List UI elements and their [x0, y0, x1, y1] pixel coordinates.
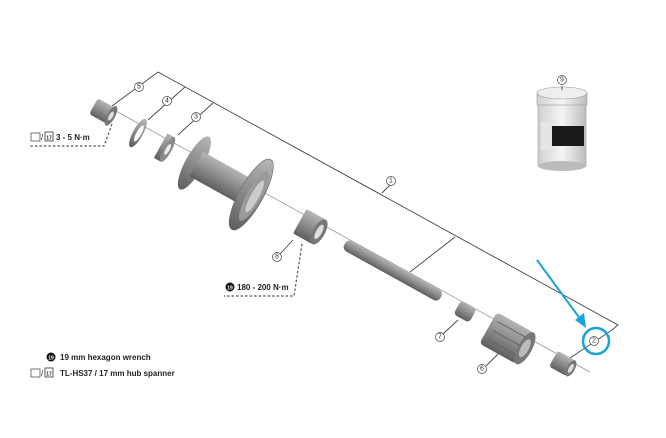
svg-text:3: 3 [194, 114, 198, 121]
svg-text:180 - 200 N·m: 180 - 200 N·m [237, 283, 289, 292]
callout-4[interactable]: 4 [162, 96, 172, 106]
svg-text:9: 9 [560, 77, 564, 84]
part-5-locknut [90, 99, 118, 126]
callout-6[interactable]: 6 [477, 364, 487, 374]
svg-text:1: 1 [389, 178, 393, 185]
spanner-size-icon [44, 367, 54, 378]
callout-5[interactable]: 5 [134, 82, 144, 92]
torque-locknut: / 17 3 - 5 N·m [30, 123, 113, 147]
highlight-arrow-icon [536, 259, 586, 328]
svg-text:19 mm hexagon wrench: 19 mm hexagon wrench [60, 353, 151, 362]
svg-text:4: 4 [165, 98, 169, 105]
hex-wrench-icon [46, 352, 56, 362]
svg-text:3 - 5 N·m: 3 - 5 N·m [56, 133, 90, 142]
svg-text:17: 17 [46, 372, 52, 378]
highlight-circle [581, 326, 611, 356]
hex-wrench-icon [225, 282, 235, 292]
svg-text:5: 5 [137, 84, 141, 91]
svg-text:6: 6 [480, 366, 484, 373]
hub-spanner-icon [30, 132, 41, 142]
callout-7[interactable]: 7 [435, 332, 445, 342]
svg-text:TL-HS37 / 17 mm hub spanner: TL-HS37 / 17 mm hub spanner [60, 369, 175, 378]
svg-text:17: 17 [46, 136, 52, 142]
part-8-freehub-nut [293, 209, 328, 245]
part-3-bearing [153, 133, 176, 162]
torque-freehub: 19 180 - 200 N·m [224, 243, 303, 297]
tool-legend: 19 19 mm hexagon wrench / 17 TL-HS37 / 1… [30, 352, 175, 378]
part-axle [343, 240, 443, 301]
callout-9[interactable]: 9 [557, 75, 567, 85]
svg-text:/: / [41, 133, 44, 142]
svg-text:7: 7 [438, 334, 442, 341]
svg-text:2: 2 [592, 338, 596, 345]
spanner-size-icon [44, 131, 54, 142]
svg-text:/: / [41, 369, 44, 378]
svg-text:19: 19 [48, 356, 54, 362]
part-7-spacer [454, 301, 476, 322]
part-hub-body [177, 136, 274, 231]
part-9-grease-jar [536, 86, 588, 171]
callout-2[interactable]: 2 [589, 336, 599, 346]
callout-3[interactable]: 3 [191, 112, 201, 122]
part-6-freehub-body [480, 313, 536, 365]
svg-text:8: 8 [275, 254, 279, 261]
hub-spanner-icon [30, 368, 41, 378]
part-4-washer [129, 118, 147, 148]
part-2-end-cap [550, 351, 577, 377]
callout-8[interactable]: 8 [272, 252, 282, 262]
svg-text:19: 19 [227, 286, 233, 292]
callout-1[interactable]: 1 [386, 176, 396, 186]
